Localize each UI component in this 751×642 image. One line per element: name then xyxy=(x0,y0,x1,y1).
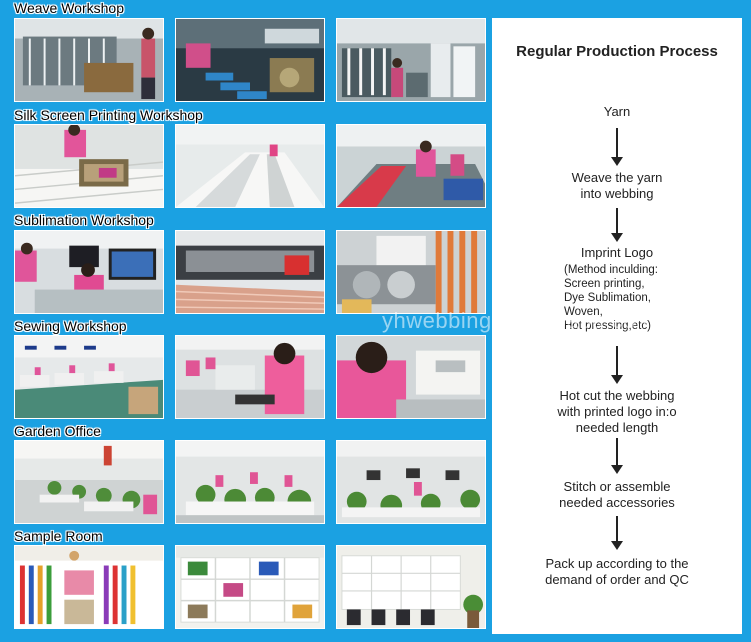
process-title: Regular Production Process xyxy=(516,43,718,60)
step-text: Stitch or assemble xyxy=(563,479,671,494)
sublimation-photo-1 xyxy=(14,230,164,314)
section-label-weave: Weave Workshop xyxy=(14,0,124,16)
process-step-stitch: Stitch or assemble needed accessories xyxy=(492,479,742,511)
garden-office-photo-1 xyxy=(14,440,164,524)
step-text: needed accessories xyxy=(559,495,675,510)
arrow-down-icon xyxy=(611,128,623,166)
sewing-photo-3 xyxy=(336,335,486,419)
imprint-methods-list: (Method inculding: Screen printing, Dye … xyxy=(564,263,734,333)
sewing-photo-2 xyxy=(175,335,325,419)
step-text: Yarn xyxy=(603,104,631,119)
method-text: Woven, xyxy=(564,306,603,318)
arrow-down-icon xyxy=(611,516,623,550)
garden-office-photo-2 xyxy=(175,440,325,524)
production-process-panel: Regular Production Process Yarn Weave th… xyxy=(492,18,742,634)
step-text: Weave the yarn xyxy=(571,170,663,185)
method-text: (Method inculding: xyxy=(564,264,658,276)
step-text: Pack up according to the xyxy=(545,556,689,571)
sample-room-photo-3 xyxy=(336,545,486,629)
process-step-weave: Weave the yarn into webbing xyxy=(492,170,742,202)
silk-screen-photo-3 xyxy=(336,124,486,208)
step-text: with printed logo in:o xyxy=(557,404,677,419)
sewing-photo-1 xyxy=(14,335,164,419)
garden-office-photo-3 xyxy=(336,440,486,524)
weave-photo-2 xyxy=(175,18,325,102)
step-text: into webbing xyxy=(580,186,654,201)
section-label-sewing: Sewing Workshop xyxy=(14,318,127,334)
section-label-silk-screen: Silk Screen Printing Workshop xyxy=(14,107,203,123)
sublimation-photo-3 xyxy=(336,230,486,314)
sublimation-photo-2 xyxy=(175,230,325,314)
step-text: demand of order and QC xyxy=(545,572,689,587)
process-step-yarn: Yarn xyxy=(492,104,742,120)
step-text: needed length xyxy=(575,420,659,435)
weave-photo-3 xyxy=(336,18,486,102)
method-text: Hot pressing,etc) xyxy=(564,320,651,332)
arrow-down-icon xyxy=(611,438,623,474)
step-text: Imprint Logo xyxy=(580,245,654,260)
silk-screen-photo-2 xyxy=(175,124,325,208)
method-text: Screen printing, xyxy=(564,278,645,290)
section-label-garden-office: Garden Office xyxy=(14,423,101,439)
silk-screen-photo-1 xyxy=(14,124,164,208)
process-step-pack-up: Pack up according to the demand of order… xyxy=(492,556,742,588)
sample-room-photo-1 xyxy=(14,545,164,629)
section-label-sample-room: Sample Room xyxy=(14,528,103,544)
section-label-sublimation: Sublimation Workshop xyxy=(14,212,154,228)
arrow-down-icon xyxy=(611,208,623,242)
weave-photo-1 xyxy=(14,18,164,102)
process-step-imprint-logo: Imprint Logo xyxy=(492,245,742,261)
arrow-down-icon xyxy=(611,346,623,384)
watermark-text: yhwebbing.en.alibaba.com xyxy=(382,308,655,333)
sample-room-photo-2 xyxy=(175,545,325,629)
method-text: Dye Sublimation, xyxy=(564,292,651,304)
step-text: Hot cut the webbing xyxy=(559,388,675,403)
process-step-hot-cut: Hot cut the webbing with printed logo in… xyxy=(492,388,742,436)
